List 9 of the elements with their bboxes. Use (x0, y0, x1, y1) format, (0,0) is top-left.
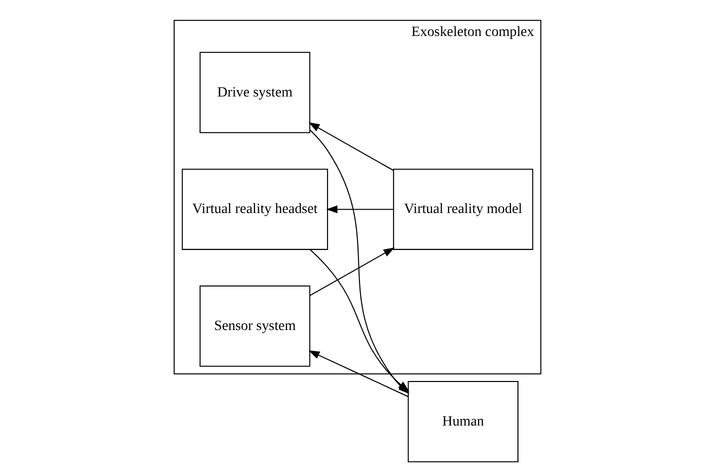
arrow (326, 205, 394, 214)
node-box: Drive system (200, 52, 310, 134)
node-box: Virtual reality headset (182, 168, 328, 250)
arrow (310, 249, 410, 392)
node-box: Virtual reality model (393, 168, 534, 250)
arrow (310, 248, 395, 296)
arrow (308, 122, 394, 171)
node-box: Human (408, 380, 518, 462)
node-box: Sensor system (200, 286, 310, 367)
